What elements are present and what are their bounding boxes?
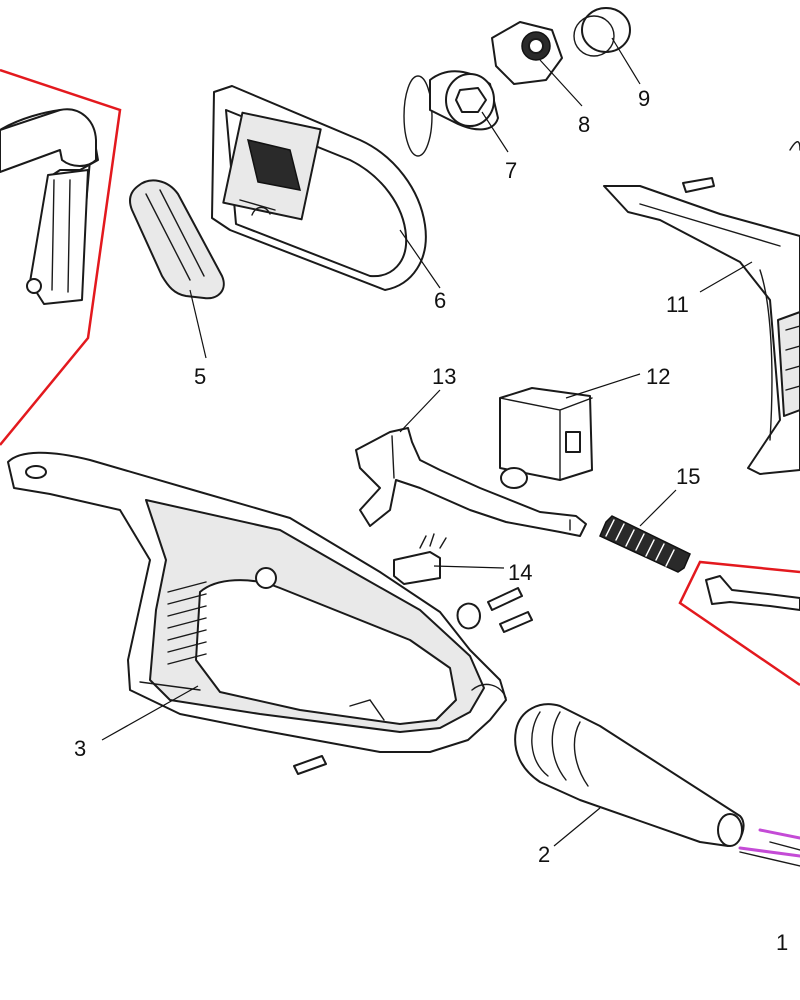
part-7-bushing bbox=[403, 70, 499, 157]
callout-13: 13 bbox=[432, 364, 456, 389]
callout-5: 5 bbox=[194, 364, 206, 389]
part-2-cable-sleeve bbox=[514, 703, 800, 867]
part-13-trigger bbox=[355, 427, 587, 537]
callout-6: 6 bbox=[434, 288, 446, 313]
callout-7: 7 bbox=[505, 158, 517, 183]
callout-8: 8 bbox=[578, 112, 590, 137]
screws bbox=[293, 587, 533, 775]
part-5-pad bbox=[129, 179, 225, 300]
part-6-cover bbox=[211, 85, 427, 291]
part-15-spring bbox=[599, 515, 691, 573]
highlight-outline-right bbox=[678, 560, 800, 687]
leader-lines bbox=[101, 37, 753, 847]
part-8-nut bbox=[491, 21, 563, 85]
callout-14: 14 bbox=[508, 560, 532, 585]
part-11-housing-partial bbox=[603, 141, 800, 475]
part-3-handle-housing bbox=[7, 451, 507, 753]
callout-1: 1 bbox=[776, 930, 788, 955]
callout-3: 3 bbox=[74, 736, 86, 761]
highlight-outline-left bbox=[0, 68, 122, 446]
front-handle-partial bbox=[0, 108, 99, 305]
callout-2: 2 bbox=[538, 842, 550, 867]
callout-11: 11 bbox=[666, 292, 689, 317]
part-14-connector bbox=[393, 533, 447, 585]
callout-15: 15 bbox=[676, 464, 700, 489]
part-12-switch bbox=[499, 387, 593, 489]
callout-12: 12 bbox=[646, 364, 670, 389]
part-9-cap bbox=[573, 7, 631, 57]
right-lever-partial bbox=[705, 575, 800, 611]
callout-9: 9 bbox=[638, 86, 650, 111]
